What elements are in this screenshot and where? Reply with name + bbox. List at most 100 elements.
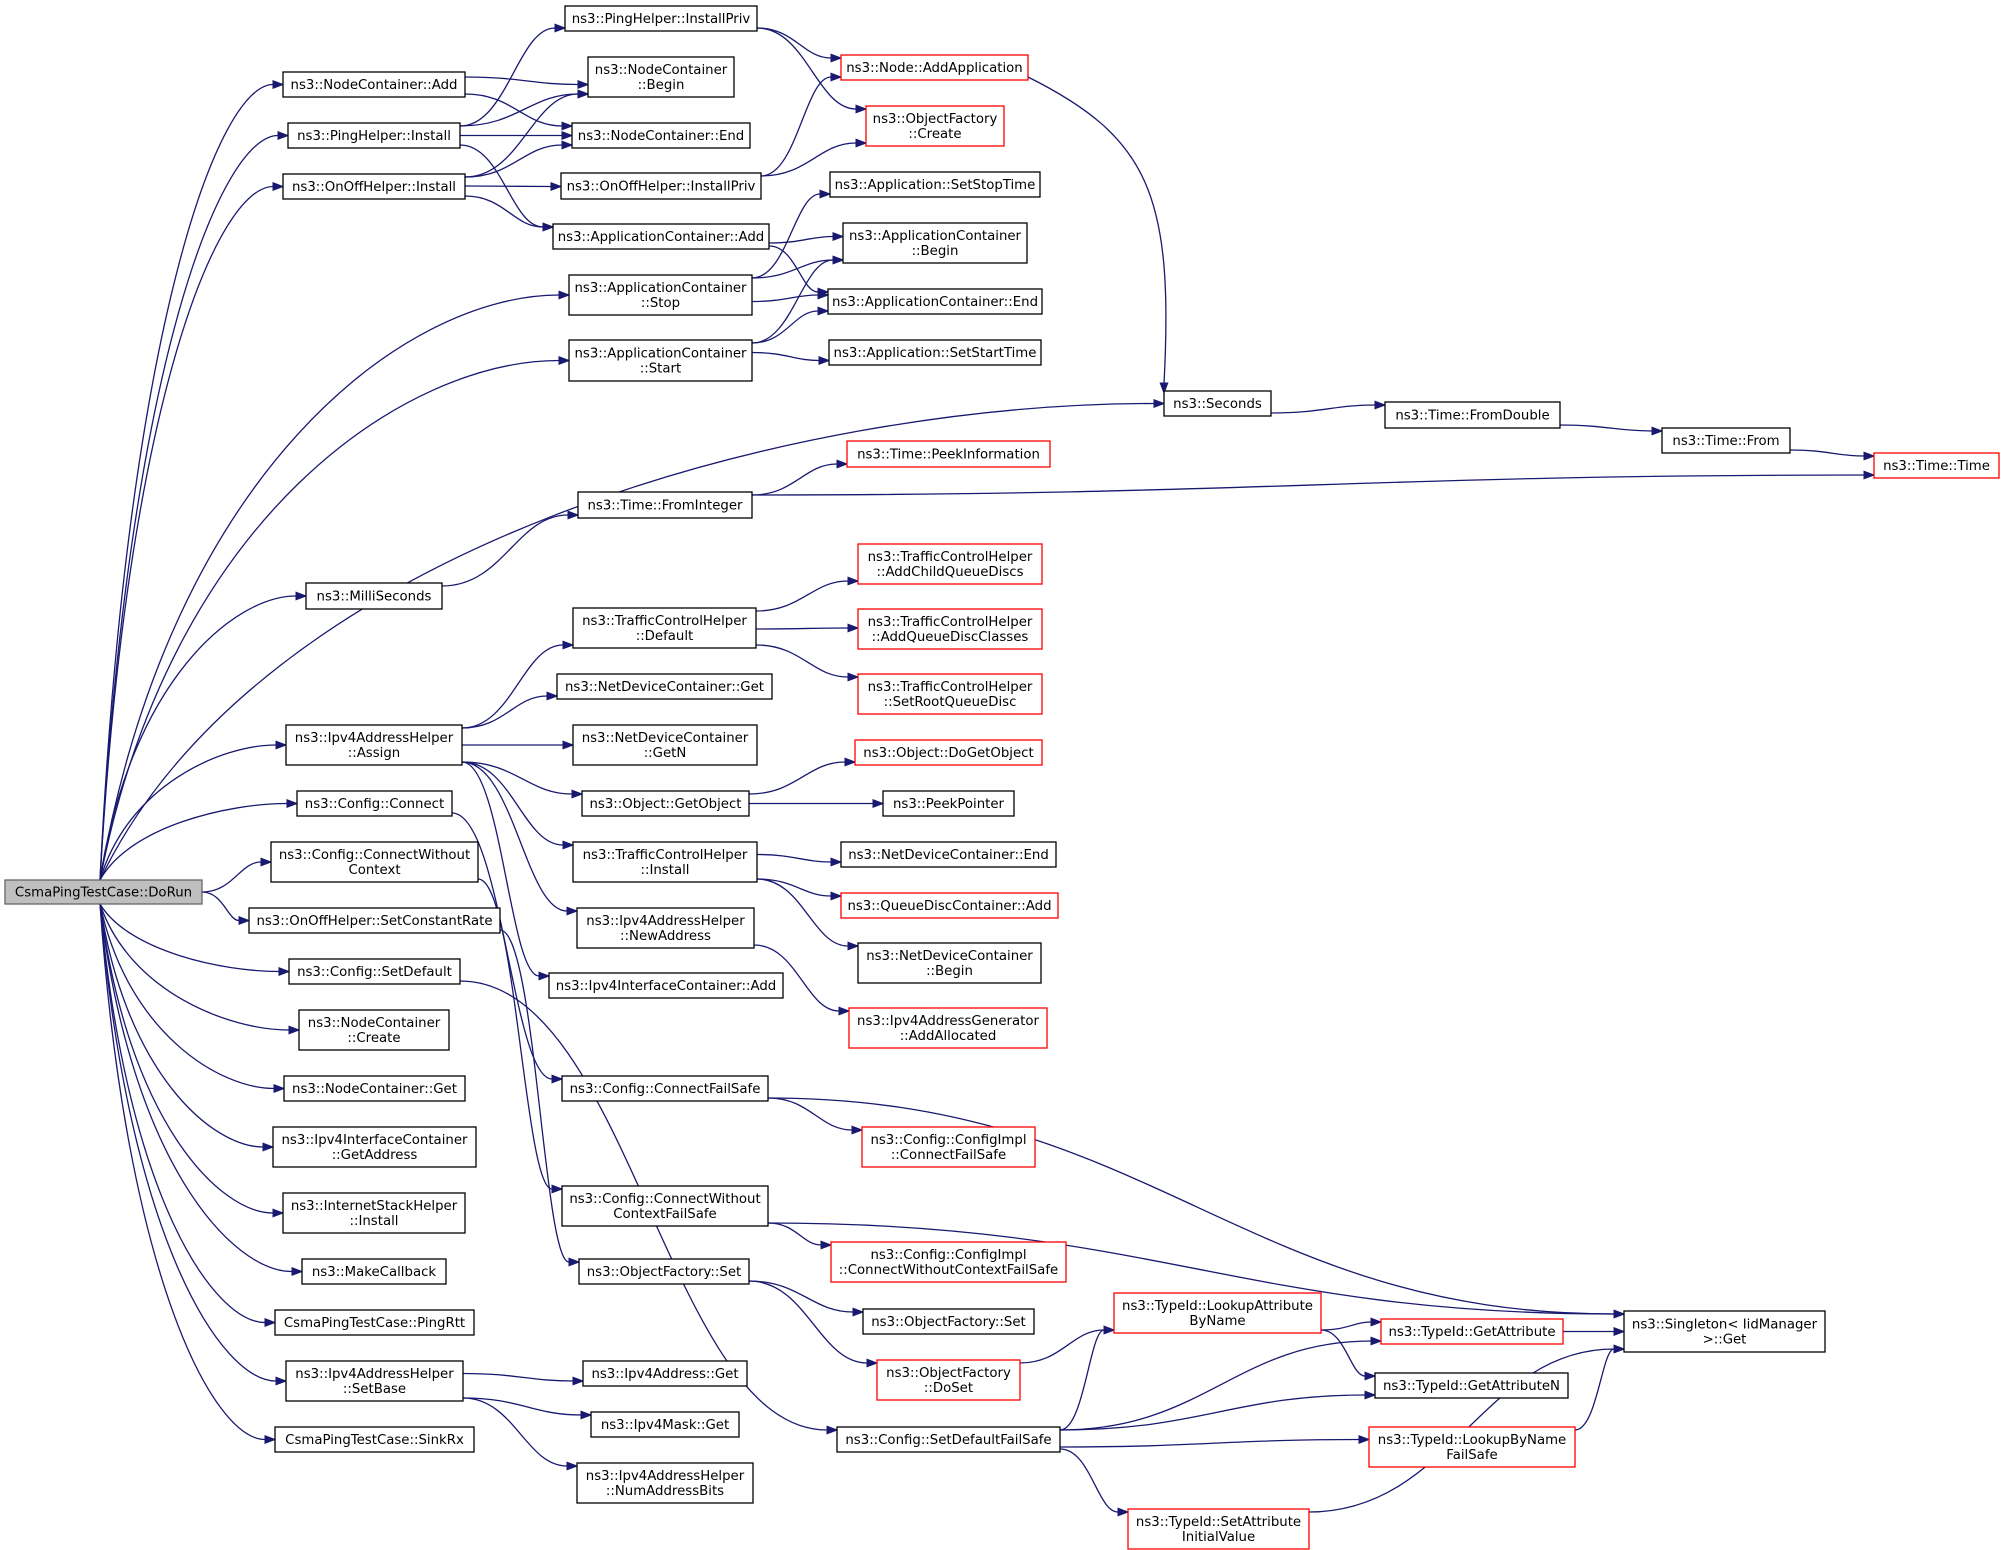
- node-ndc-end[interactable]: ns3::NetDeviceContainer::End: [840, 841, 1057, 868]
- node-of-set2[interactable]: ns3::ObjectFactory::Set: [862, 1308, 1035, 1335]
- node-of-set[interactable]: ns3::ObjectFactory::Set: [578, 1258, 750, 1285]
- node-addallocated[interactable]: ns3::Ipv4AddressGenerator::AddAllocated: [848, 1007, 1048, 1049]
- node-label: ns3::Node::AddApplication: [846, 61, 1022, 76]
- call-edge: [99, 903, 277, 1328]
- node-newaddress[interactable]: ns3::Ipv4AddressHelper::NewAddress: [576, 907, 755, 949]
- node-qdc-add[interactable]: ns3::QueueDiscContainer::Add: [840, 892, 1059, 919]
- node-singleton-get[interactable]: ns3::Singleton< IidManager>::Get: [1623, 1310, 1826, 1353]
- node-tid-getattrn[interactable]: ns3::TypeId::GetAttributeN: [1374, 1372, 1569, 1399]
- node-app-setstart[interactable]: ns3::Application::SetStartTime: [828, 339, 1042, 366]
- node-iic-add[interactable]: ns3::Ipv4InterfaceContainer::Add: [548, 972, 784, 999]
- call-edge: [767, 1222, 1626, 1319]
- call-edge: [753, 944, 851, 1016]
- arrowhead-icon: [550, 181, 563, 192]
- node-ac-add[interactable]: ns3::ApplicationContainer::Add: [552, 223, 770, 250]
- node-label: ns3::Application::SetStopTime: [835, 178, 1036, 193]
- node-nc-get[interactable]: ns3::NodeContainer::Get: [283, 1075, 466, 1102]
- call-edge: [760, 72, 843, 177]
- node-label: ns3::Ipv4Mask::Get: [601, 1418, 729, 1433]
- node-onoff-installpriv[interactable]: ns3::OnOffHelper::InstallPriv: [560, 172, 762, 200]
- node-time-frominteger[interactable]: ns3::Time::FromInteger: [577, 491, 753, 519]
- call-edge: [464, 140, 574, 178]
- node-sinkrx[interactable]: CsmaPingTestCase::SinkRx: [274, 1426, 475, 1453]
- node-cfg-cwcfs[interactable]: ns3::Config::ConnectWithoutContextFailSa…: [561, 1185, 769, 1227]
- edge-line: [760, 76, 832, 177]
- node-tch-setroot[interactable]: ns3::TrafficControlHelper::SetRootQueueD…: [857, 673, 1043, 715]
- node-cfgimpl-connectfs[interactable]: ns3::Config::ConfigImpl::ConnectFailSafe: [861, 1126, 1036, 1168]
- node-ish-install[interactable]: ns3::InternetStackHelper::Install: [282, 1192, 466, 1234]
- call-edge: [755, 623, 860, 633]
- node-cfg-setdefaultfs[interactable]: ns3::Config::SetDefaultFailSafe: [836, 1426, 1061, 1453]
- node-obj-dogetobject[interactable]: ns3::Object::DoGetObject: [854, 739, 1043, 766]
- node-nc-add[interactable]: ns3::NodeContainer::Add: [282, 71, 466, 98]
- node-ndc-begin[interactable]: ns3::NetDeviceContainer::Begin: [857, 942, 1042, 984]
- node-app-setstop[interactable]: ns3::Application::SetStopTime: [829, 171, 1041, 198]
- node-ping-installpriv[interactable]: ns3::PingHelper::InstallPriv: [564, 5, 758, 32]
- node-cfg-setdefault[interactable]: ns3::Config::SetDefault: [288, 958, 461, 985]
- node-ac-begin[interactable]: ns3::ApplicationContainer::Begin: [842, 222, 1028, 264]
- node-tch-install[interactable]: ns3::TrafficControlHelper::Install: [572, 841, 758, 883]
- node-cfgimpl-cwcfs[interactable]: ns3::Config::ConfigImpl::ConnectWithoutC…: [830, 1241, 1067, 1283]
- arrowhead-icon: [264, 1434, 277, 1445]
- node-time-time[interactable]: ns3::Time::Time: [1873, 452, 2000, 479]
- arrowhead-icon: [830, 857, 843, 867]
- node-cfg-cwc[interactable]: ns3::Config::ConnectWithoutContext: [270, 841, 479, 883]
- node-node-addapp[interactable]: ns3::Node::AddApplication: [840, 54, 1029, 81]
- node-label: ns3::Time::From: [1672, 434, 1779, 449]
- node-onoff-install[interactable]: ns3::OnOffHelper::Install: [282, 173, 466, 200]
- node-label: ns3::Ipv4AddressGenerator: [857, 1014, 1039, 1029]
- node-time-peekinfo[interactable]: ns3::Time::PeekInformation: [846, 440, 1051, 468]
- node-numaddrbits[interactable]: ns3::Ipv4AddressHelper::NumAddressBits: [576, 1462, 754, 1504]
- node-ipv4addr-get[interactable]: ns3::Ipv4Address::Get: [582, 1360, 748, 1387]
- edge-line: [1019, 1329, 1105, 1364]
- arrowhead-icon: [826, 1425, 839, 1435]
- node-label: ns3::ApplicationContainer: [574, 347, 747, 362]
- arrowhead-icon: [566, 1461, 579, 1471]
- node-ipv4mask-get[interactable]: ns3::Ipv4Mask::Get: [590, 1411, 740, 1438]
- arrowhead-icon: [264, 1317, 277, 1328]
- node-of-create[interactable]: ns3::ObjectFactory::Create: [865, 105, 1005, 147]
- node-ndc-getn[interactable]: ns3::NetDeviceContainer::GetN: [572, 724, 758, 766]
- node-nc-end[interactable]: ns3::NodeContainer::End: [571, 122, 751, 149]
- edge-line: [464, 185, 552, 188]
- node-ac-start[interactable]: ns3::ApplicationContainer::Start: [568, 339, 753, 382]
- node-box: [548, 972, 784, 999]
- node-tid-getattr[interactable]: ns3::TypeId::GetAttribute: [1380, 1318, 1564, 1345]
- node-makecallback[interactable]: ns3::MakeCallback: [301, 1258, 447, 1285]
- node-assign[interactable]: ns3::Ipv4AddressHelper::Assign: [285, 724, 463, 766]
- node-ac-stop[interactable]: ns3::ApplicationContainer::Stop: [568, 274, 753, 316]
- node-cfg-connectfs[interactable]: ns3::Config::ConnectFailSafe: [561, 1075, 769, 1102]
- node-label: CsmaPingTestCase::PingRtt: [284, 1316, 465, 1331]
- node-cfg-connect[interactable]: ns3::Config::Connect: [296, 790, 453, 817]
- node-set-const-rate[interactable]: ns3::OnOffHelper::SetConstantRate: [248, 907, 501, 934]
- node-of-doset[interactable]: ns3::ObjectFactory::DoSet: [876, 1359, 1021, 1401]
- node-peekpointer[interactable]: ns3::PeekPointer: [882, 790, 1015, 817]
- node-milliseconds[interactable]: ns3::MilliSeconds: [305, 582, 443, 610]
- node-setbase[interactable]: ns3::Ipv4AddressHelper::SetBase: [285, 1360, 464, 1402]
- node-ping-install[interactable]: ns3::PingHelper::Install: [287, 122, 461, 149]
- call-edge: [751, 459, 849, 496]
- node-nc-begin[interactable]: ns3::NodeContainer::Begin: [587, 56, 735, 98]
- node-tch-default[interactable]: ns3::TrafficControlHelper::Default: [572, 607, 757, 649]
- node-ndc-get[interactable]: ns3::NetDeviceContainer::Get: [556, 673, 773, 700]
- call-edge: [99, 290, 571, 881]
- node-tch-addchild[interactable]: ns3::TrafficControlHelper::AddChildQueue…: [857, 543, 1043, 585]
- call-edge: [461, 691, 559, 729]
- node-pingrtt[interactable]: CsmaPingTestCase::PingRtt: [274, 1309, 475, 1336]
- node-iic-getaddr[interactable]: ns3::Ipv4InterfaceContainer::GetAddress: [272, 1126, 477, 1168]
- arrowhead-icon: [1159, 382, 1169, 395]
- node-box: [1163, 390, 1272, 417]
- node-obj-getobject[interactable]: ns3::Object::GetObject: [581, 790, 750, 817]
- node-label: ns3::Application::SetStartTime: [834, 346, 1037, 361]
- node-time-fromdouble[interactable]: ns3::Time::FromDouble: [1384, 401, 1561, 429]
- edge-line: [756, 27, 857, 110]
- node-ac-end[interactable]: ns3::ApplicationContainer::End: [827, 288, 1043, 315]
- node-time-from[interactable]: ns3::Time::From: [1661, 427, 1791, 454]
- node-nc-create[interactable]: ns3::NodeContainer::Create: [298, 1009, 450, 1051]
- node-seconds[interactable]: ns3::Seconds: [1163, 390, 1272, 417]
- node-dorun[interactable]: CsmaPingTestCase::DoRun: [4, 879, 203, 905]
- node-tch-addclasses[interactable]: ns3::TrafficControlHelper::AddQueueDiscC…: [857, 608, 1043, 650]
